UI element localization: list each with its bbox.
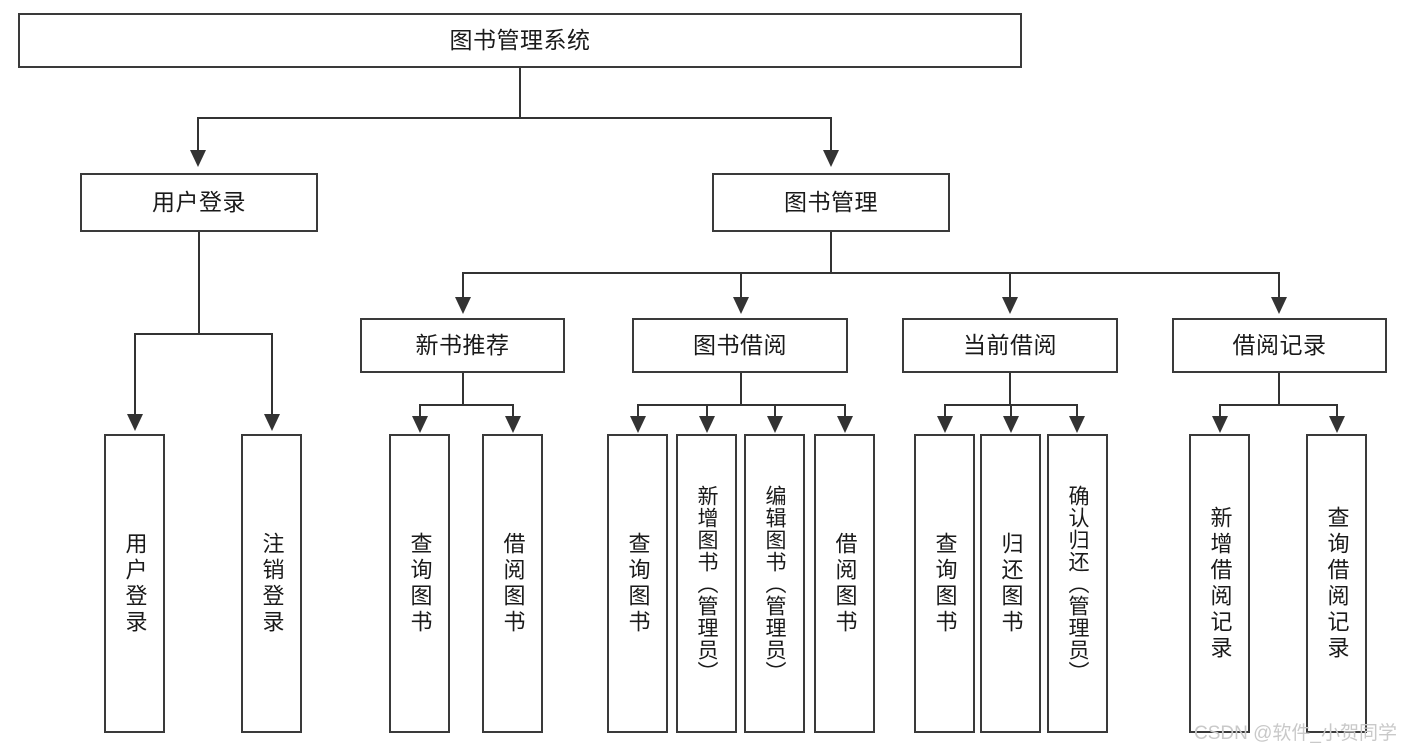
connector-borrow-record-child-1 [1219,404,1221,419]
leaf-query-borrow-record[interactable]: 查询借阅记录 [1306,434,1367,733]
arrowhead-icon [630,416,646,433]
node-current-borrow[interactable]: 当前借阅 [902,318,1118,373]
connector-book-borrow-child-3 [774,404,776,419]
connector-book-borrow-bar [637,404,845,406]
node-label: 图书管理 [784,188,878,215]
leaf-query-book-current[interactable]: 查询图书 [914,434,975,733]
connector-current-borrow-stem [1009,373,1011,405]
node-book-borrow[interactable]: 图书借阅 [632,318,848,373]
connector-book-borrow-child-4 [844,404,846,419]
node-label: 查询图书 [625,531,651,636]
arrowhead-icon [455,297,471,314]
connector-book-borrow-stem [740,373,742,405]
node-borrow-record[interactable]: 借阅记录 [1172,318,1387,373]
leaf-borrow-book-recommend[interactable]: 借阅图书 [482,434,543,733]
connector-borrow-record-child-2 [1336,404,1338,419]
connector-to-book-borrow [740,272,742,300]
node-label: 用户登录 [152,188,246,215]
leaf-query-book-borrow[interactable]: 查询图书 [607,434,668,733]
leaf-user-login[interactable]: 用户登录 [104,434,165,733]
arrowhead-icon [733,297,749,314]
leaf-return-book[interactable]: 归还图书 [980,434,1041,733]
arrowhead-icon [937,416,953,433]
connector-root-to-user-login [197,117,199,153]
node-label: 查询借阅记录 [1324,505,1350,662]
node-label: 借阅图书 [832,531,858,636]
connector-root-to-book-management [830,117,832,153]
node-label: 注销登录 [259,531,285,636]
connector-book-management-stem [830,232,832,273]
connector-new-book-recommend-child-1 [419,404,421,419]
node-label: 新增图书（管理员） [695,484,718,683]
node-book-management[interactable]: 图书管理 [712,173,950,232]
arrowhead-icon [264,414,280,431]
arrowhead-icon [1002,297,1018,314]
node-label: 借阅记录 [1232,331,1327,358]
node-label: 图书管理系统 [449,26,591,53]
connector-book-borrow-child-1 [637,404,639,419]
node-label: 确认归还（管理员） [1066,484,1089,683]
connector-current-borrow-child-2 [1010,404,1012,419]
connector-to-current-borrow [1009,272,1011,300]
node-label: 当前借阅 [963,331,1057,358]
connector-to-borrow-record [1278,272,1280,300]
connector-current-borrow-child-1 [944,404,946,419]
arrowhead-icon [837,416,853,433]
connector-root-bar [197,117,832,119]
connector-user-login-child-1 [134,333,136,417]
node-label: 借阅图书 [500,531,526,636]
connector-new-book-recommend-stem [462,373,464,405]
node-label: 查询图书 [932,531,958,636]
connector-user-login-bar [134,333,272,335]
connector-root-stem [519,68,521,118]
connector-to-new-book-recommend [462,272,464,300]
node-user-login[interactable]: 用户登录 [80,173,318,232]
connector-user-login-stem [198,232,200,334]
leaf-query-book-recommend[interactable]: 查询图书 [389,434,450,733]
arrowhead-icon [1271,297,1287,314]
arrowhead-icon [190,150,206,167]
arrowhead-icon [412,416,428,433]
arrowhead-icon [767,416,783,433]
arrowhead-icon [699,416,715,433]
node-root-book-management-system[interactable]: 图书管理系统 [18,13,1022,68]
arrowhead-icon [1212,416,1228,433]
arrowhead-icon [1003,416,1019,433]
connector-new-book-recommend-child-2 [512,404,514,419]
leaf-add-borrow-record[interactable]: 新增借阅记录 [1189,434,1250,733]
arrowhead-icon [1329,416,1345,433]
node-label: 查询图书 [407,531,433,636]
watermark-text: CSDN @软件_小贺同学 [1194,723,1397,744]
connector-user-login-child-2 [271,333,273,417]
connector-borrow-record-stem [1278,373,1280,405]
arrowhead-icon [1069,416,1085,433]
node-label: 新书推荐 [415,331,510,358]
connector-new-book-recommend-bar [419,404,514,406]
leaf-confirm-return-admin[interactable]: 确认归还（管理员） [1047,434,1108,733]
leaf-borrow-book[interactable]: 借阅图书 [814,434,875,733]
node-label: 用户登录 [122,531,148,636]
connector-book-borrow-child-2 [706,404,708,419]
connector-borrow-record-bar [1219,404,1337,406]
node-label: 图书借阅 [693,331,787,358]
arrowhead-icon [127,414,143,431]
leaf-logout[interactable]: 注销登录 [241,434,302,733]
node-label: 编辑图书（管理员） [763,484,786,683]
leaf-add-book-admin[interactable]: 新增图书（管理员） [676,434,737,733]
connector-current-borrow-child-3 [1076,404,1078,419]
node-label: 新增借阅记录 [1207,505,1233,662]
leaf-edit-book-admin[interactable]: 编辑图书（管理员） [744,434,805,733]
node-new-book-recommend[interactable]: 新书推荐 [360,318,565,373]
arrowhead-icon [823,150,839,167]
node-label: 归还图书 [998,531,1024,636]
arrowhead-icon [505,416,521,433]
connector-level2-bar [462,272,1280,274]
